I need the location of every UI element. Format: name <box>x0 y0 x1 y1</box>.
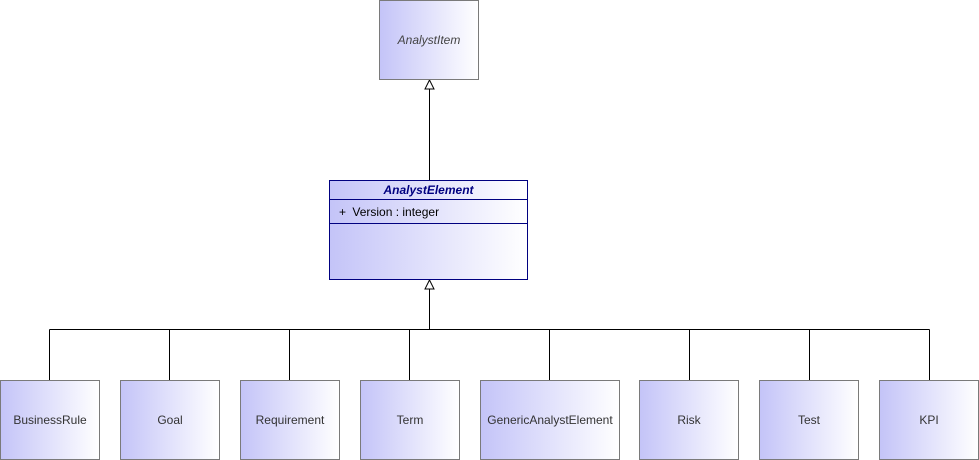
child-label-businessrule: BusinessRule <box>13 413 87 427</box>
attribute-version: Version : integer <box>352 205 440 219</box>
child-box-test[interactable]: Test <box>759 380 859 460</box>
child-box-genericanalystelement[interactable]: GenericAnalystElement <box>480 380 620 460</box>
child-box-risk[interactable]: Risk <box>639 380 739 460</box>
child-box-requirement[interactable]: Requirement <box>240 380 340 460</box>
generalization-arrowhead-parent <box>424 278 435 290</box>
child-box-term[interactable]: Term <box>360 380 460 460</box>
child-label-requirement: Requirement <box>255 413 325 427</box>
generalization-arrowhead-root <box>424 78 435 90</box>
child-box-goal[interactable]: Goal <box>120 380 220 460</box>
child-box-businessrule[interactable]: BusinessRule <box>0 380 100 460</box>
analystelement-class[interactable]: AnalystElement + Version : integer <box>329 180 528 280</box>
analystitem-label: AnalystItem <box>397 33 461 47</box>
analystitem-box[interactable]: AnalystItem <box>379 0 479 80</box>
child-label-goal: Goal <box>157 413 183 427</box>
child-box-kpi[interactable]: KPI <box>879 380 979 460</box>
child-label-risk: Risk <box>677 413 701 427</box>
child-label-kpi: KPI <box>919 413 939 427</box>
child-label-term: Term <box>396 413 424 427</box>
child-label-test: Test <box>797 413 820 427</box>
analystelement-attributes: + Version : integer <box>330 200 527 224</box>
child-label-genericanalystelement: GenericAnalystElement <box>487 413 613 427</box>
analystelement-title: AnalystElement <box>330 181 527 200</box>
attribute-visibility: + <box>339 205 347 219</box>
